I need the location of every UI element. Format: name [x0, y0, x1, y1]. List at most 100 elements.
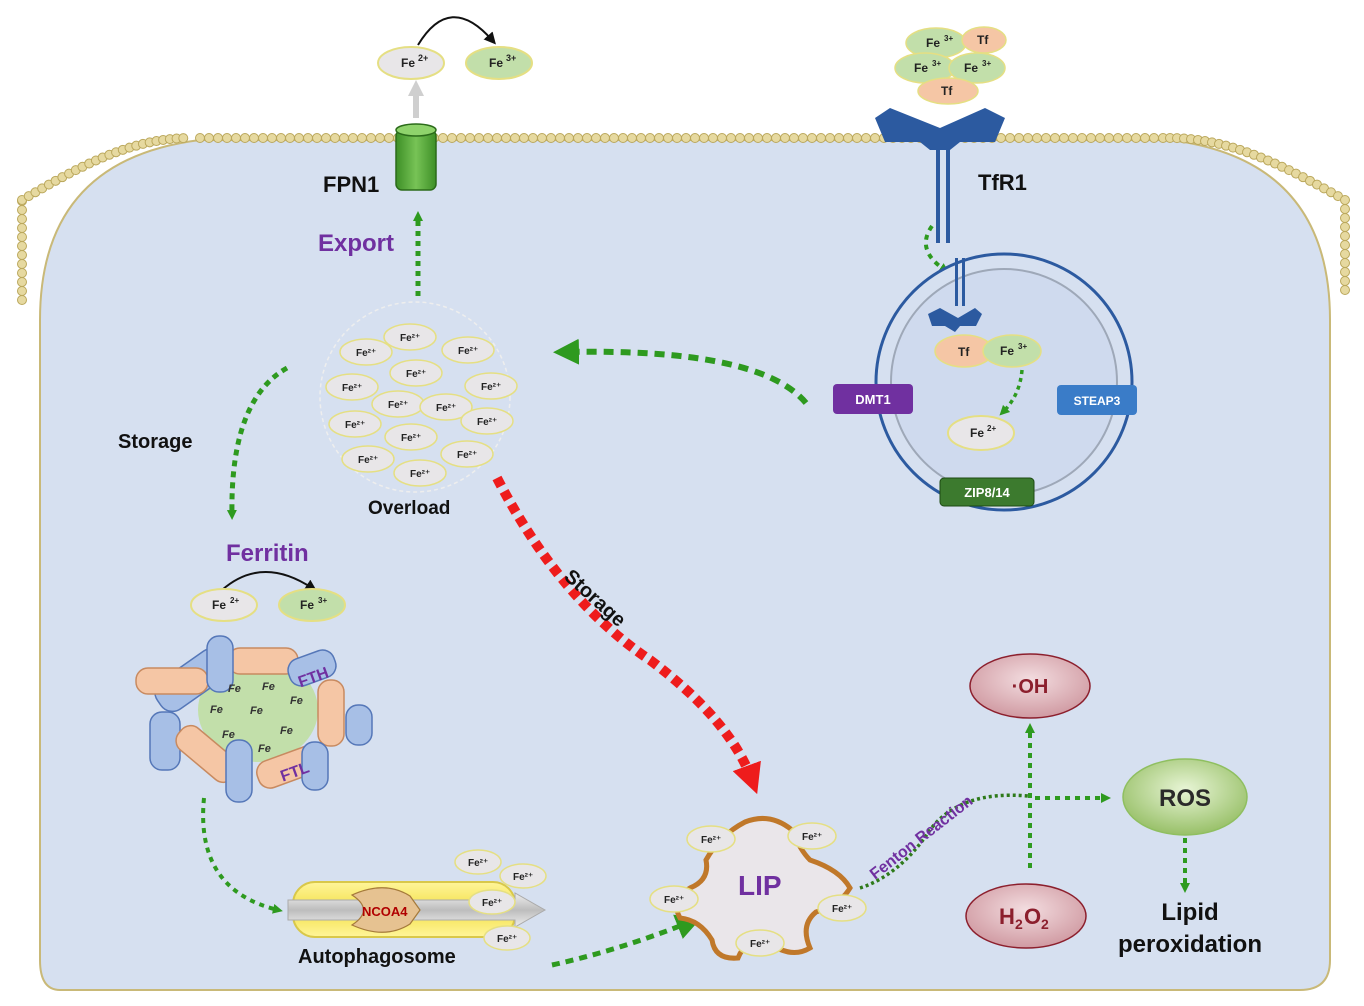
overload-fe2-ion: Fe²⁺ — [440, 440, 494, 468]
released-fe2-ion: Fe²⁺ — [468, 889, 516, 915]
released-fe2-ion: Fe²⁺ — [483, 925, 531, 951]
svg-text:Fe²⁺: Fe²⁺ — [513, 872, 533, 883]
reduction-arrow — [999, 369, 1024, 416]
svg-text:Fe²⁺: Fe²⁺ — [802, 832, 822, 843]
svg-text:Fe²⁺: Fe²⁺ — [458, 346, 478, 357]
dmt1-transporter: DMT1 — [833, 384, 913, 414]
ferroportin-channel-icon — [395, 123, 437, 191]
endosome-receptor-icon — [928, 308, 982, 332]
dmt1-label: DMT1 — [855, 392, 890, 407]
ncoa4-label: NCOA4 — [362, 904, 408, 919]
tf-fe3-b: Fe — [914, 61, 928, 75]
hydrogen-peroxide: H 2 O 2 — [965, 883, 1087, 949]
steap3-label: STEAP3 — [1074, 394, 1121, 408]
overload-to-lip-arrow — [492, 475, 761, 795]
lip-label: LIP — [738, 870, 782, 901]
lip-ions: Fe²⁺ Fe²⁺ Fe²⁺ Fe²⁺ Fe²⁺ — [649, 822, 867, 957]
overload-fe2-ion: Fe²⁺ — [339, 338, 393, 366]
overload-label: Overload — [368, 498, 450, 519]
ros-label: ROS — [1159, 785, 1211, 812]
h2o2-h: H — [999, 904, 1015, 929]
cage-fe-7: Fe — [280, 725, 293, 737]
autophagosome-released-ions: Fe²⁺ Fe²⁺ Fe²⁺ Fe²⁺ — [454, 849, 547, 951]
zip-label: ZIP8/14 — [964, 485, 1010, 500]
svg-text:Fe²⁺: Fe²⁺ — [701, 835, 721, 846]
svg-text:Fe²⁺: Fe²⁺ — [345, 420, 365, 431]
overload-fe2-ion: Fe²⁺ — [464, 372, 518, 400]
svg-text:Fe²⁺: Fe²⁺ — [406, 369, 426, 380]
export-label: Export — [318, 230, 394, 257]
cage-fe-2: Fe — [262, 681, 275, 693]
svg-text:Fe²⁺: Fe²⁺ — [482, 898, 502, 909]
overload-fe2-ion: Fe²⁺ — [325, 373, 379, 401]
endosome: Tf Fe 3+ Fe 2+ — [874, 252, 1134, 512]
endo-tf: Tf — [958, 345, 970, 359]
lip-fe2-ion: Fe²⁺ — [735, 929, 785, 957]
dmt1-to-overload-arrow — [553, 338, 809, 405]
lipid-label-2: peroxidation — [1118, 931, 1262, 958]
transferrin-receptor-icon — [875, 108, 1005, 243]
hydroxyl-radical: ·OH — [969, 653, 1091, 719]
fe3-label: Fe — [489, 56, 503, 70]
lip-fe2-ion: Fe²⁺ — [787, 822, 837, 850]
fpn-oxidation-pair: Fe 2+ Fe 3+ — [377, 16, 533, 80]
cage-fe-5: Fe — [290, 695, 303, 707]
ferritin-fe2-sup: 2+ — [230, 596, 239, 605]
steap3-enzyme: STEAP3 — [1057, 385, 1137, 415]
overload-fe2-ion: Fe²⁺ — [419, 393, 473, 421]
tfr1-label: TfR1 — [978, 170, 1027, 195]
svg-text:Fe²⁺: Fe²⁺ — [388, 400, 408, 411]
overload-fe2-ion: Fe²⁺ — [441, 336, 495, 364]
h2o2-o: O — [1024, 904, 1041, 929]
overload-iron-pool: Fe²⁺ Fe²⁺ Fe²⁺ Fe²⁺ Fe²⁺ Fe²⁺ Fe²⁺ Fe²⁺ Fe²⁺ Fe²⁺… — [319, 301, 518, 493]
ferritinophagy-arrow — [201, 797, 283, 914]
svg-text:Fe²⁺: Fe²⁺ — [497, 934, 517, 945]
endo-fe2-sup: 2+ — [987, 424, 996, 433]
overload-fe2-ion: Fe²⁺ — [341, 445, 395, 473]
cage-fe-6: Fe — [222, 729, 235, 741]
released-fe2-ion: Fe²⁺ — [499, 863, 547, 889]
overload-fe2-ion: Fe²⁺ — [328, 410, 382, 438]
tf-fe3-c-sup: 3+ — [982, 59, 991, 68]
lipid-label-1: Lipid — [1161, 899, 1218, 926]
ferritin-fe3-sup: 3+ — [318, 596, 327, 605]
svg-text:Fe²⁺: Fe²⁺ — [468, 858, 488, 869]
h2o2-sub2: 2 — [1041, 916, 1049, 932]
transferrin-iron-cluster: Fe 3+ Tf Fe 3+ Fe 3+ Tf — [894, 26, 1007, 105]
tf-fe3-c: Fe — [964, 61, 978, 75]
ferritin-label: Ferritin — [226, 540, 309, 567]
fpn1-label: FPN1 — [323, 172, 379, 197]
svg-text:Fe²⁺: Fe²⁺ — [477, 417, 497, 428]
tf-fe3-b-sup: 3+ — [932, 59, 941, 68]
ferritin-fe3: Fe — [300, 598, 314, 612]
svg-text:Fe²⁺: Fe²⁺ — [436, 403, 456, 414]
cage-fe-3: Fe — [210, 704, 223, 716]
svg-text:Fe²⁺: Fe²⁺ — [410, 469, 430, 480]
lip-fe2-ion: Fe²⁺ — [686, 825, 736, 853]
endo-fe2: Fe — [970, 426, 984, 440]
oh-label: ·OH — [1012, 676, 1049, 698]
fenton-path — [859, 793, 1029, 890]
lip-fe2-ion: Fe²⁺ — [649, 885, 699, 913]
svg-text:Fe²⁺: Fe²⁺ — [457, 450, 477, 461]
storage-left-label: Storage — [118, 431, 192, 453]
released-fe2-ion: Fe²⁺ — [454, 849, 502, 875]
svg-text:Fe²⁺: Fe²⁺ — [832, 904, 852, 915]
tf-fe3-a: Fe — [926, 36, 940, 50]
overload-fe2-ion: Fe²⁺ — [393, 459, 447, 487]
svg-text:Fe²⁺: Fe²⁺ — [342, 383, 362, 394]
overload-fe2-ion: Fe²⁺ — [389, 359, 443, 387]
autophagy-to-lip-arrow — [551, 914, 703, 968]
zip-transporter: ZIP8/14 — [939, 477, 1035, 507]
fe2-label: Fe — [401, 56, 415, 70]
svg-text:Fe²⁺: Fe²⁺ — [401, 433, 421, 444]
cage-fe-8: Fe — [258, 743, 271, 755]
fe2-sup: 2+ — [418, 53, 428, 63]
svg-text:Fe²⁺: Fe²⁺ — [664, 895, 684, 906]
svg-text:Fe²⁺: Fe²⁺ — [481, 382, 501, 393]
cell-membrane — [17, 133, 1350, 305]
ros: ROS — [1122, 758, 1248, 836]
cage-fe-1: Fe — [228, 683, 241, 695]
